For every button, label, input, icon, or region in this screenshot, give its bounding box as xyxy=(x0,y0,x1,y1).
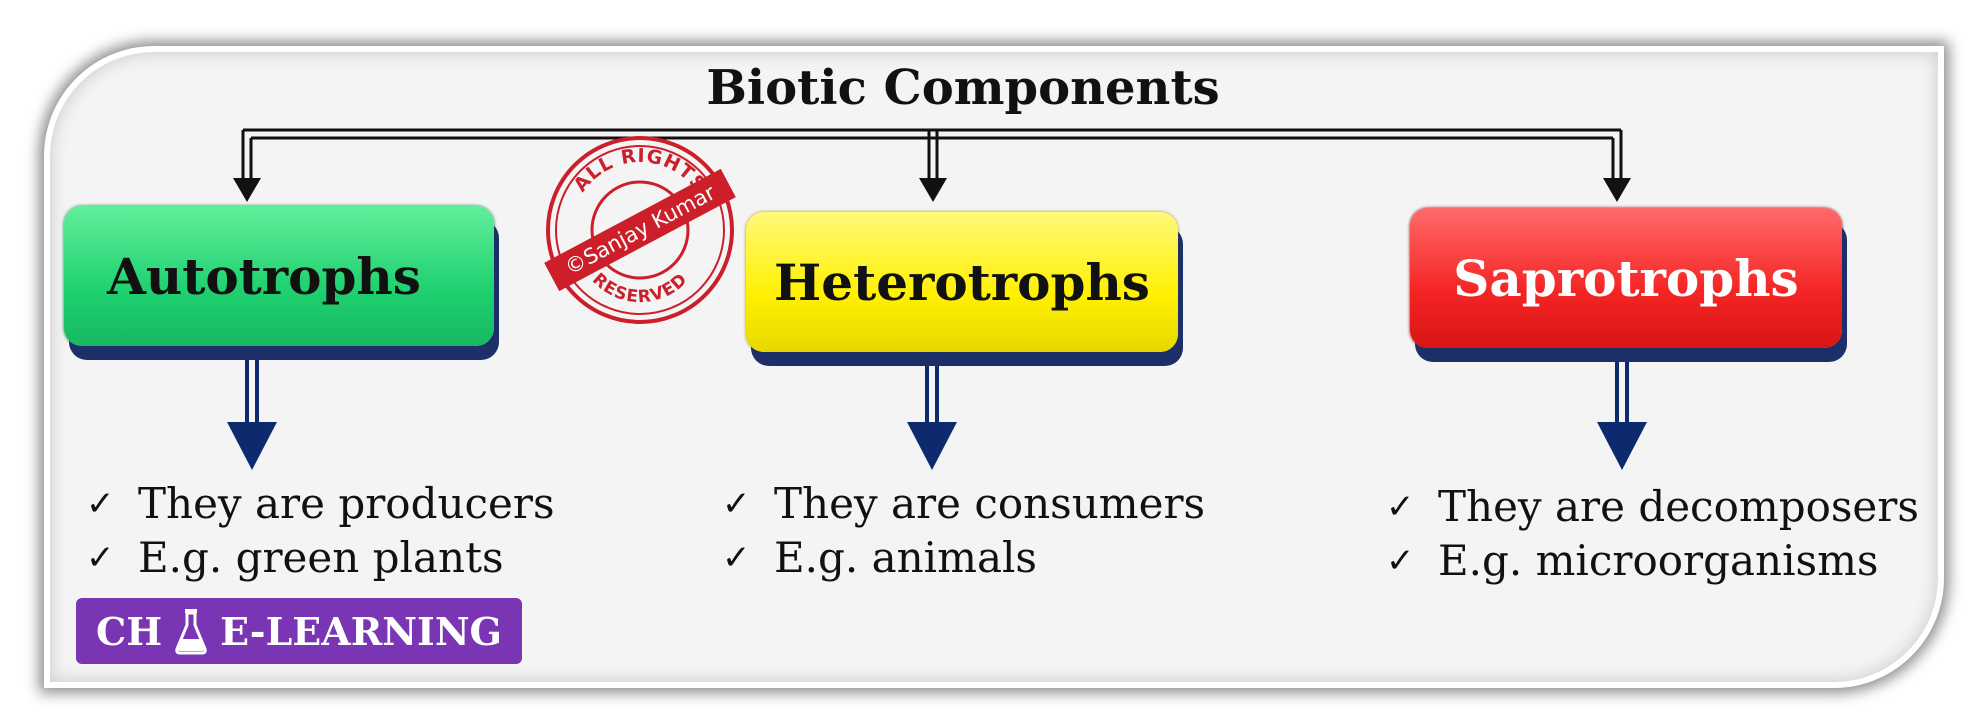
check-icon: ✓ xyxy=(722,538,751,578)
bullet-text: They are decomposers xyxy=(1438,482,1919,531)
list-item: ✓ They are decomposers xyxy=(1386,480,1919,534)
list-item: ✓ They are producers xyxy=(86,477,555,531)
list-item: ✓ E.g. animals xyxy=(722,531,1205,585)
down-arrow-autotrophs xyxy=(227,358,277,470)
heterotrophs-label: Heterotrophs xyxy=(774,252,1150,312)
down-arrow-saprotrophs xyxy=(1597,358,1647,470)
bullet-text: E.g. animals xyxy=(774,533,1037,582)
check-icon: ✓ xyxy=(1386,541,1415,581)
bullet-text: E.g. microorganisms xyxy=(1438,536,1879,585)
list-item: ✓ E.g. microorganisms xyxy=(1386,534,1919,588)
autotrophs-box: Autotrophs xyxy=(64,206,494,346)
diagram-title: Biotic Components xyxy=(706,60,1220,116)
bullet-text: E.g. green plants xyxy=(138,533,504,582)
stamp-band-text: ©Sanjay Kumar xyxy=(561,180,719,279)
list-item: ✓ E.g. green plants xyxy=(86,531,555,585)
svg-text:RESERVED: RESERVED xyxy=(588,269,691,307)
autotrophs-label: Autotrophs xyxy=(107,246,421,306)
autotrophs-bullets: ✓ They are producers ✓ E.g. green plants xyxy=(86,477,555,585)
arrow-to-heterotrophs xyxy=(919,130,947,202)
bullet-text: They are consumers xyxy=(774,479,1206,528)
list-item: ✓ They are consumers xyxy=(722,477,1205,531)
badge-left-text: CH xyxy=(95,608,163,654)
elearning-badge: CH E-LEARNING xyxy=(76,598,522,664)
top-bus-line xyxy=(243,128,1621,140)
badge-right-text: E-LEARNING xyxy=(220,608,503,654)
copyright-stamp: ALL RIGHTS RESERVED ©Sanjay Kumar xyxy=(544,136,736,324)
bullet-text: They are producers xyxy=(138,479,555,528)
check-icon: ✓ xyxy=(86,484,115,524)
down-arrow-heterotrophs xyxy=(907,362,957,470)
arrow-to-saprotrophs xyxy=(1603,130,1631,202)
heterotrophs-bullets: ✓ They are consumers ✓ E.g. animals xyxy=(722,477,1205,585)
arrow-to-autotrophs xyxy=(233,130,261,202)
stamp-bottom-text: RESERVED xyxy=(588,269,690,307)
flask-icon xyxy=(175,609,207,655)
saprotrophs-box: Saprotrophs xyxy=(1410,208,1842,348)
check-icon: ✓ xyxy=(86,538,115,578)
heterotrophs-box: Heterotrophs xyxy=(746,212,1178,352)
saprotrophs-bullets: ✓ They are decomposers ✓ E.g. microorganis… xyxy=(1386,480,1919,588)
saprotrophs-label: Saprotrophs xyxy=(1453,248,1799,308)
check-icon: ✓ xyxy=(1386,487,1415,527)
check-icon: ✓ xyxy=(722,484,751,524)
